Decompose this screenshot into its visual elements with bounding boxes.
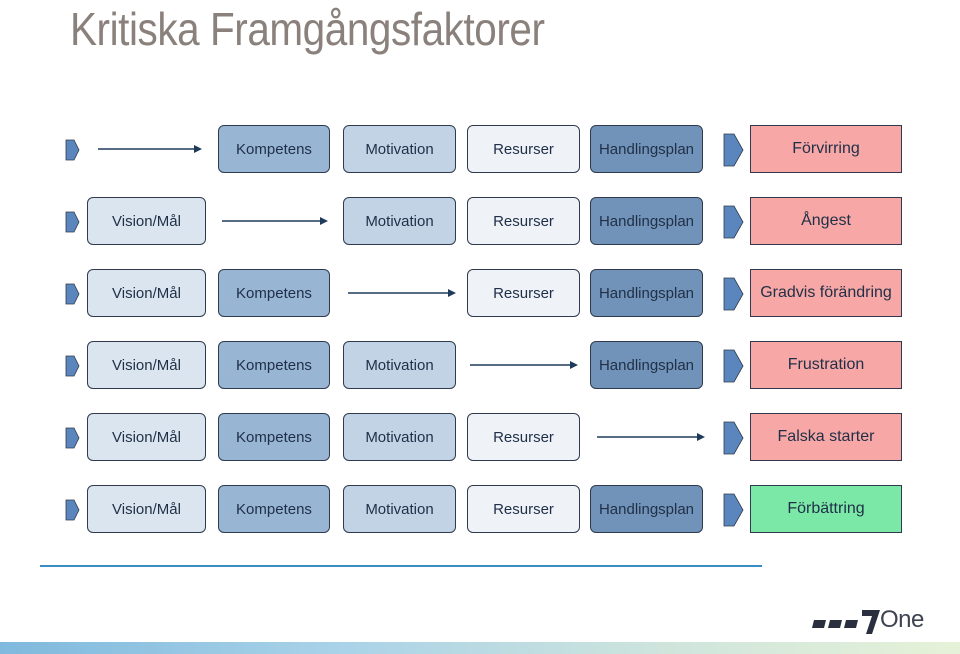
factor-box-kompetens: Kompetens xyxy=(218,269,330,317)
factor-box-motivation: Motivation xyxy=(343,341,456,389)
arrow-right-icon xyxy=(348,289,456,297)
outcome-box: Frustration xyxy=(750,341,902,389)
factor-row-4: Vision/Mål Kompetens Motivation Handling… xyxy=(0,341,960,391)
chevron-right-icon xyxy=(723,421,744,455)
footer-bar xyxy=(0,642,960,654)
outcome-box: Förbättring xyxy=(750,485,902,533)
chevron-right-icon xyxy=(65,499,80,521)
logo-text: One xyxy=(880,606,924,633)
factor-row-6: Vision/Mål Kompetens Motivation Resurser… xyxy=(0,485,960,535)
chevron-right-icon xyxy=(723,349,744,383)
page-title: Kritiska Framgångsfaktorer xyxy=(70,3,545,55)
factor-box-kompetens: Kompetens xyxy=(218,413,330,461)
factor-row-1: Kompetens Motivation Resurser Handlingsp… xyxy=(0,125,960,175)
arrow-right-icon xyxy=(222,217,328,225)
factor-box-kompetens: Kompetens xyxy=(218,341,330,389)
arrow-right-icon xyxy=(98,145,202,153)
factor-box-handlingsplan: Handlingsplan xyxy=(590,269,703,317)
factor-box-vision: Vision/Mål xyxy=(87,197,206,245)
factor-box-handlingsplan: Handlingsplan xyxy=(590,341,703,389)
outcome-box: Förvirring xyxy=(750,125,902,173)
factor-box-handlingsplan: Handlingsplan xyxy=(590,125,703,173)
divider xyxy=(40,565,762,567)
factor-box-motivation: Motivation xyxy=(343,125,456,173)
outcome-box: Ångest xyxy=(750,197,902,245)
arrow-right-icon xyxy=(470,361,578,369)
arrow-right-icon xyxy=(597,433,705,441)
chevron-right-icon xyxy=(65,283,80,305)
factor-box-resurser: Resurser xyxy=(467,413,580,461)
chevron-right-icon xyxy=(723,277,744,311)
factor-box-resurser: Resurser xyxy=(467,485,580,533)
factor-box-motivation: Motivation xyxy=(343,413,456,461)
chevron-right-icon xyxy=(65,355,80,377)
chevron-right-icon xyxy=(65,427,80,449)
factor-box-vision: Vision/Mål xyxy=(87,341,206,389)
factor-box-kompetens: Kompetens xyxy=(218,485,330,533)
factor-box-vision: Vision/Mål xyxy=(87,269,206,317)
factor-row-2: Vision/Mål Motivation Resurser Handlings… xyxy=(0,197,960,247)
factor-box-resurser: Resurser xyxy=(467,197,580,245)
factor-box-resurser: Resurser xyxy=(467,125,580,173)
factor-row-5: Vision/Mål Kompetens Motivation Resurser… xyxy=(0,413,960,463)
factor-box-resurser: Resurser xyxy=(467,269,580,317)
factor-box-motivation: Motivation xyxy=(343,197,456,245)
factor-box-kompetens: Kompetens xyxy=(218,125,330,173)
factor-box-handlingsplan: Handlingsplan xyxy=(590,485,703,533)
factor-box-handlingsplan: Handlingsplan xyxy=(590,197,703,245)
chevron-right-icon xyxy=(723,133,744,167)
factor-box-vision: Vision/Mål xyxy=(87,413,206,461)
factor-box-vision: Vision/Mål xyxy=(87,485,206,533)
outcome-box: Gradvis förändring xyxy=(750,269,902,317)
chevron-right-icon xyxy=(65,139,80,161)
chevron-right-icon xyxy=(723,493,744,527)
chevron-right-icon xyxy=(65,211,80,233)
factor-row-3: Vision/Mål Kompetens Resurser Handlingsp… xyxy=(0,269,960,319)
outcome-box: Falska starter xyxy=(750,413,902,461)
chevron-right-icon xyxy=(723,205,744,239)
factor-box-motivation: Motivation xyxy=(343,485,456,533)
brand-logo xyxy=(812,610,880,634)
